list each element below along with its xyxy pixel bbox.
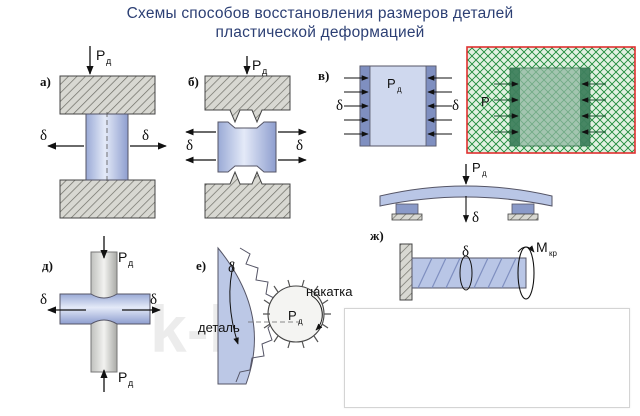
force-label-sub-top: д bbox=[128, 258, 134, 268]
title-line-2: пластической деформацией bbox=[215, 24, 425, 41]
force-label-p: P bbox=[387, 76, 396, 91]
workpiece bbox=[59, 293, 151, 325]
scheme-v-distribution: в) P д δ δ bbox=[318, 65, 459, 147]
shaft bbox=[411, 257, 527, 289]
lower-die bbox=[59, 179, 156, 219]
scheme-b-expansion: б) P д δ δ bbox=[185, 56, 307, 219]
force-label-p: P bbox=[288, 308, 297, 323]
scheme-bending: P д δ bbox=[379, 160, 553, 226]
label-d: д) bbox=[42, 258, 53, 273]
force-label-p-bottom: P bbox=[118, 369, 127, 385]
scheme-d-drawing: д) P д P д δ δ bbox=[40, 236, 161, 392]
clamp bbox=[399, 243, 413, 301]
part-body bbox=[217, 246, 255, 385]
workpiece bbox=[359, 65, 437, 147]
label-b: б) bbox=[188, 74, 199, 89]
roller-label: накатка bbox=[306, 284, 353, 299]
label-v: в) bbox=[318, 68, 329, 83]
force-label-p: P bbox=[252, 57, 261, 73]
scheme-g-selected-region[interactable]: P bbox=[466, 46, 636, 154]
delta-label-left: δ bbox=[40, 128, 47, 144]
part-label: деталь bbox=[198, 320, 240, 335]
lower-die bbox=[204, 170, 291, 219]
force-label-sub-bottom: д bbox=[128, 378, 134, 388]
delta-label-left: δ bbox=[336, 98, 343, 114]
delta-label-right: δ bbox=[150, 292, 157, 308]
delta-label: δ bbox=[228, 260, 235, 276]
force-label-p-top: P bbox=[118, 249, 127, 265]
force-label-sub: д bbox=[482, 169, 487, 178]
workpiece bbox=[217, 121, 277, 173]
force-label-sub: д bbox=[262, 66, 268, 76]
delta-label-left: δ bbox=[40, 292, 47, 308]
label-e: е) bbox=[196, 258, 206, 273]
force-label-p: P bbox=[472, 160, 481, 175]
label-a: а) bbox=[40, 74, 51, 89]
delta-label-left: δ bbox=[186, 138, 193, 154]
force-label-p: P bbox=[481, 94, 490, 109]
upper-die bbox=[59, 75, 156, 115]
scheme-e-knurling: е) δ накатка деталь P д bbox=[196, 246, 353, 385]
torque-label: M bbox=[536, 239, 548, 255]
delta-label-right: δ bbox=[142, 128, 149, 144]
delta-label-right: δ bbox=[296, 138, 303, 154]
delta-label: δ bbox=[462, 244, 469, 260]
scheme-zh-torsion: ж) δ M кр bbox=[370, 228, 558, 301]
diagram-title: Схемы способов восстановления размеров д… bbox=[0, 4, 640, 42]
label-zh: ж) bbox=[370, 228, 384, 243]
force-label-sub: д bbox=[106, 56, 112, 66]
title-line-1: Схемы способов восстановления размеров д… bbox=[126, 5, 514, 22]
upper-die bbox=[204, 75, 291, 124]
delta-label: δ bbox=[472, 210, 479, 226]
torque-label-sub: кр bbox=[549, 249, 558, 258]
delta-label-right: δ bbox=[452, 98, 459, 114]
force-label-sub: д bbox=[397, 85, 402, 94]
scheme-a-upsetting: а) P д δ δ bbox=[40, 46, 167, 219]
blank-overlay-panel bbox=[344, 308, 630, 408]
force-label-p: P bbox=[96, 47, 105, 63]
force-label-sub: д bbox=[298, 317, 303, 326]
